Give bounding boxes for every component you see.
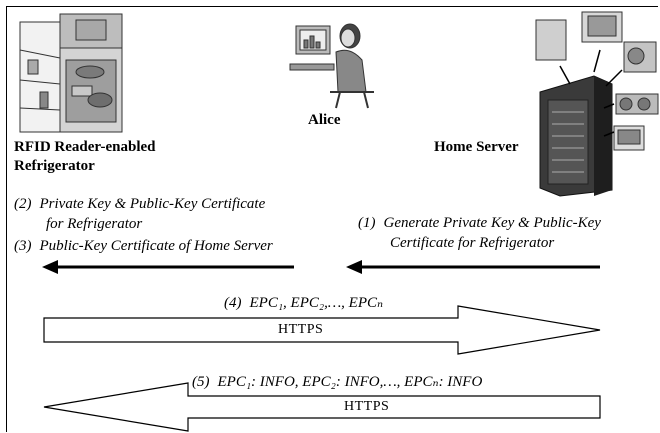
step1-line1: Generate Private Key & Public-Key <box>383 215 601 231</box>
step1-line2: Certificate for Refrigerator <box>390 235 555 251</box>
refrigerator-icon <box>19 13 123 133</box>
step5-https-label: HTTPS <box>344 399 390 414</box>
https-arrow-request <box>43 305 601 355</box>
step2-text: (2)Private Key & Public-Key Certificate … <box>14 194 265 234</box>
step3-line1: Public-Key Certificate of Home Server <box>39 238 273 254</box>
step4-number: (4) <box>224 295 242 311</box>
step4-text: (4) EPC₁, EPC₂,…, EPCₙ <box>224 293 383 313</box>
step4-https-label: HTTPS <box>278 322 324 337</box>
step5-label: EPC₁: INFO, EPC₂: INFO,…, EPCₙ: INFO <box>217 374 483 390</box>
step5-number: (5) <box>192 374 210 390</box>
step5-text: (5) EPC₁: INFO, EPC₂: INFO,…, EPCₙ: INFO <box>192 372 482 392</box>
step1-arrow <box>346 260 600 274</box>
step2-line1: Private Key & Public-Key Certificate <box>39 196 266 212</box>
step3-number: (3) <box>14 238 32 254</box>
step2-3-arrow <box>42 260 294 274</box>
https-arrow-response <box>43 382 601 432</box>
step2-number: (2) <box>14 196 32 212</box>
fridge-label: RFID Reader-enabled Refrigerator <box>14 138 156 176</box>
connection-arrows <box>559 49 623 137</box>
diagram-frame <box>6 6 658 432</box>
fridge-label-line1: RFID Reader-enabled <box>14 139 156 155</box>
home-appliances-icon <box>535 11 659 151</box>
person-at-computer-icon <box>289 23 374 109</box>
fridge-label-line2: Refrigerator <box>14 158 95 174</box>
server-label: Home Server <box>434 139 519 155</box>
step4-label: EPC₁, EPC₂,…, EPCₙ <box>249 295 384 311</box>
step1-text: (1) Generate Private Key & Public-Key Cer… <box>358 213 601 253</box>
alice-label: Alice <box>308 112 341 128</box>
step1-number: (1) <box>358 215 376 231</box>
step3-text: (3) Public-Key Certificate of Home Server <box>14 236 273 256</box>
step2-line2: for Refrigerator <box>46 216 143 232</box>
server-rack-icon <box>539 75 613 197</box>
